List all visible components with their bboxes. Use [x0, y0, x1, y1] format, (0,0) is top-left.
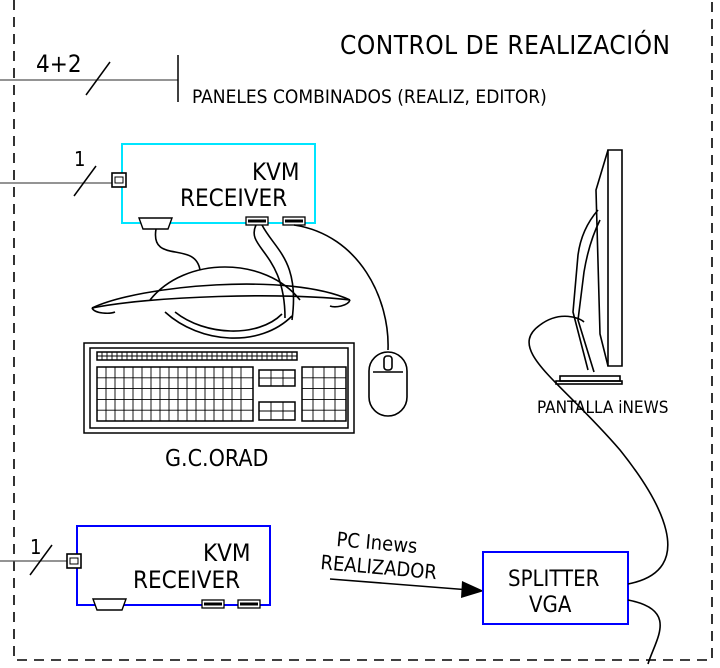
kvm-bottom-title: KVM — [203, 539, 251, 567]
kvm-bottom-usb-ports — [201, 599, 261, 609]
kvm-top-cables — [154, 224, 389, 351]
kvm-top-subtitle: RECEIVER — [180, 184, 287, 212]
monitor-label: PANTALLA iNEWS — [537, 398, 668, 418]
source-signal-line — [329, 578, 471, 591]
kvm-top-vga-port-icon — [138, 217, 173, 230]
orad-keyboard — [83, 342, 355, 434]
kvm-top-title: KVM — [252, 158, 300, 186]
kvm-bottom-subtitle: RECEIVER — [133, 566, 240, 594]
workstation-label: G.C.ORAD — [165, 446, 268, 472]
combined-panels-bus: 4+2 PANELES COMBINADOS (REALIZ, EDITOR) — [0, 50, 547, 108]
splitter-title: SPLITTER — [508, 567, 600, 592]
splitter-frame — [482, 551, 629, 625]
source-signal-arrowhead — [461, 581, 484, 598]
kvm-top-line-count: 1 — [74, 147, 85, 171]
orad-monitor — [91, 266, 351, 339]
kvm-bottom-vga-port-icon — [92, 598, 127, 611]
kvm-receiver-top: 1 KVM RECEIVER — [0, 143, 316, 230]
room-boundary — [13, 0, 713, 661]
vga-splitter: SPLITTER VGA — [482, 551, 629, 625]
bus-count-label: 4+2 — [36, 50, 82, 78]
kvm-bottom-network-port-icon — [66, 553, 82, 569]
orad-mouse — [368, 351, 408, 417]
kvm-bottom-line-count: 1 — [30, 535, 41, 559]
splitter-cables — [528, 315, 669, 665]
inews-monitor — [555, 149, 623, 385]
splitter-subtitle: VGA — [529, 593, 572, 618]
section-title: CONTROL DE REALIZACIÓN — [340, 29, 671, 61]
bus-description: PANELES COMBINADOS (REALIZ, EDITOR) — [192, 86, 547, 108]
kvm-top-network-port-icon — [111, 172, 127, 188]
kvm-receiver-bottom: 1 KVM RECEIVER — [0, 525, 271, 611]
